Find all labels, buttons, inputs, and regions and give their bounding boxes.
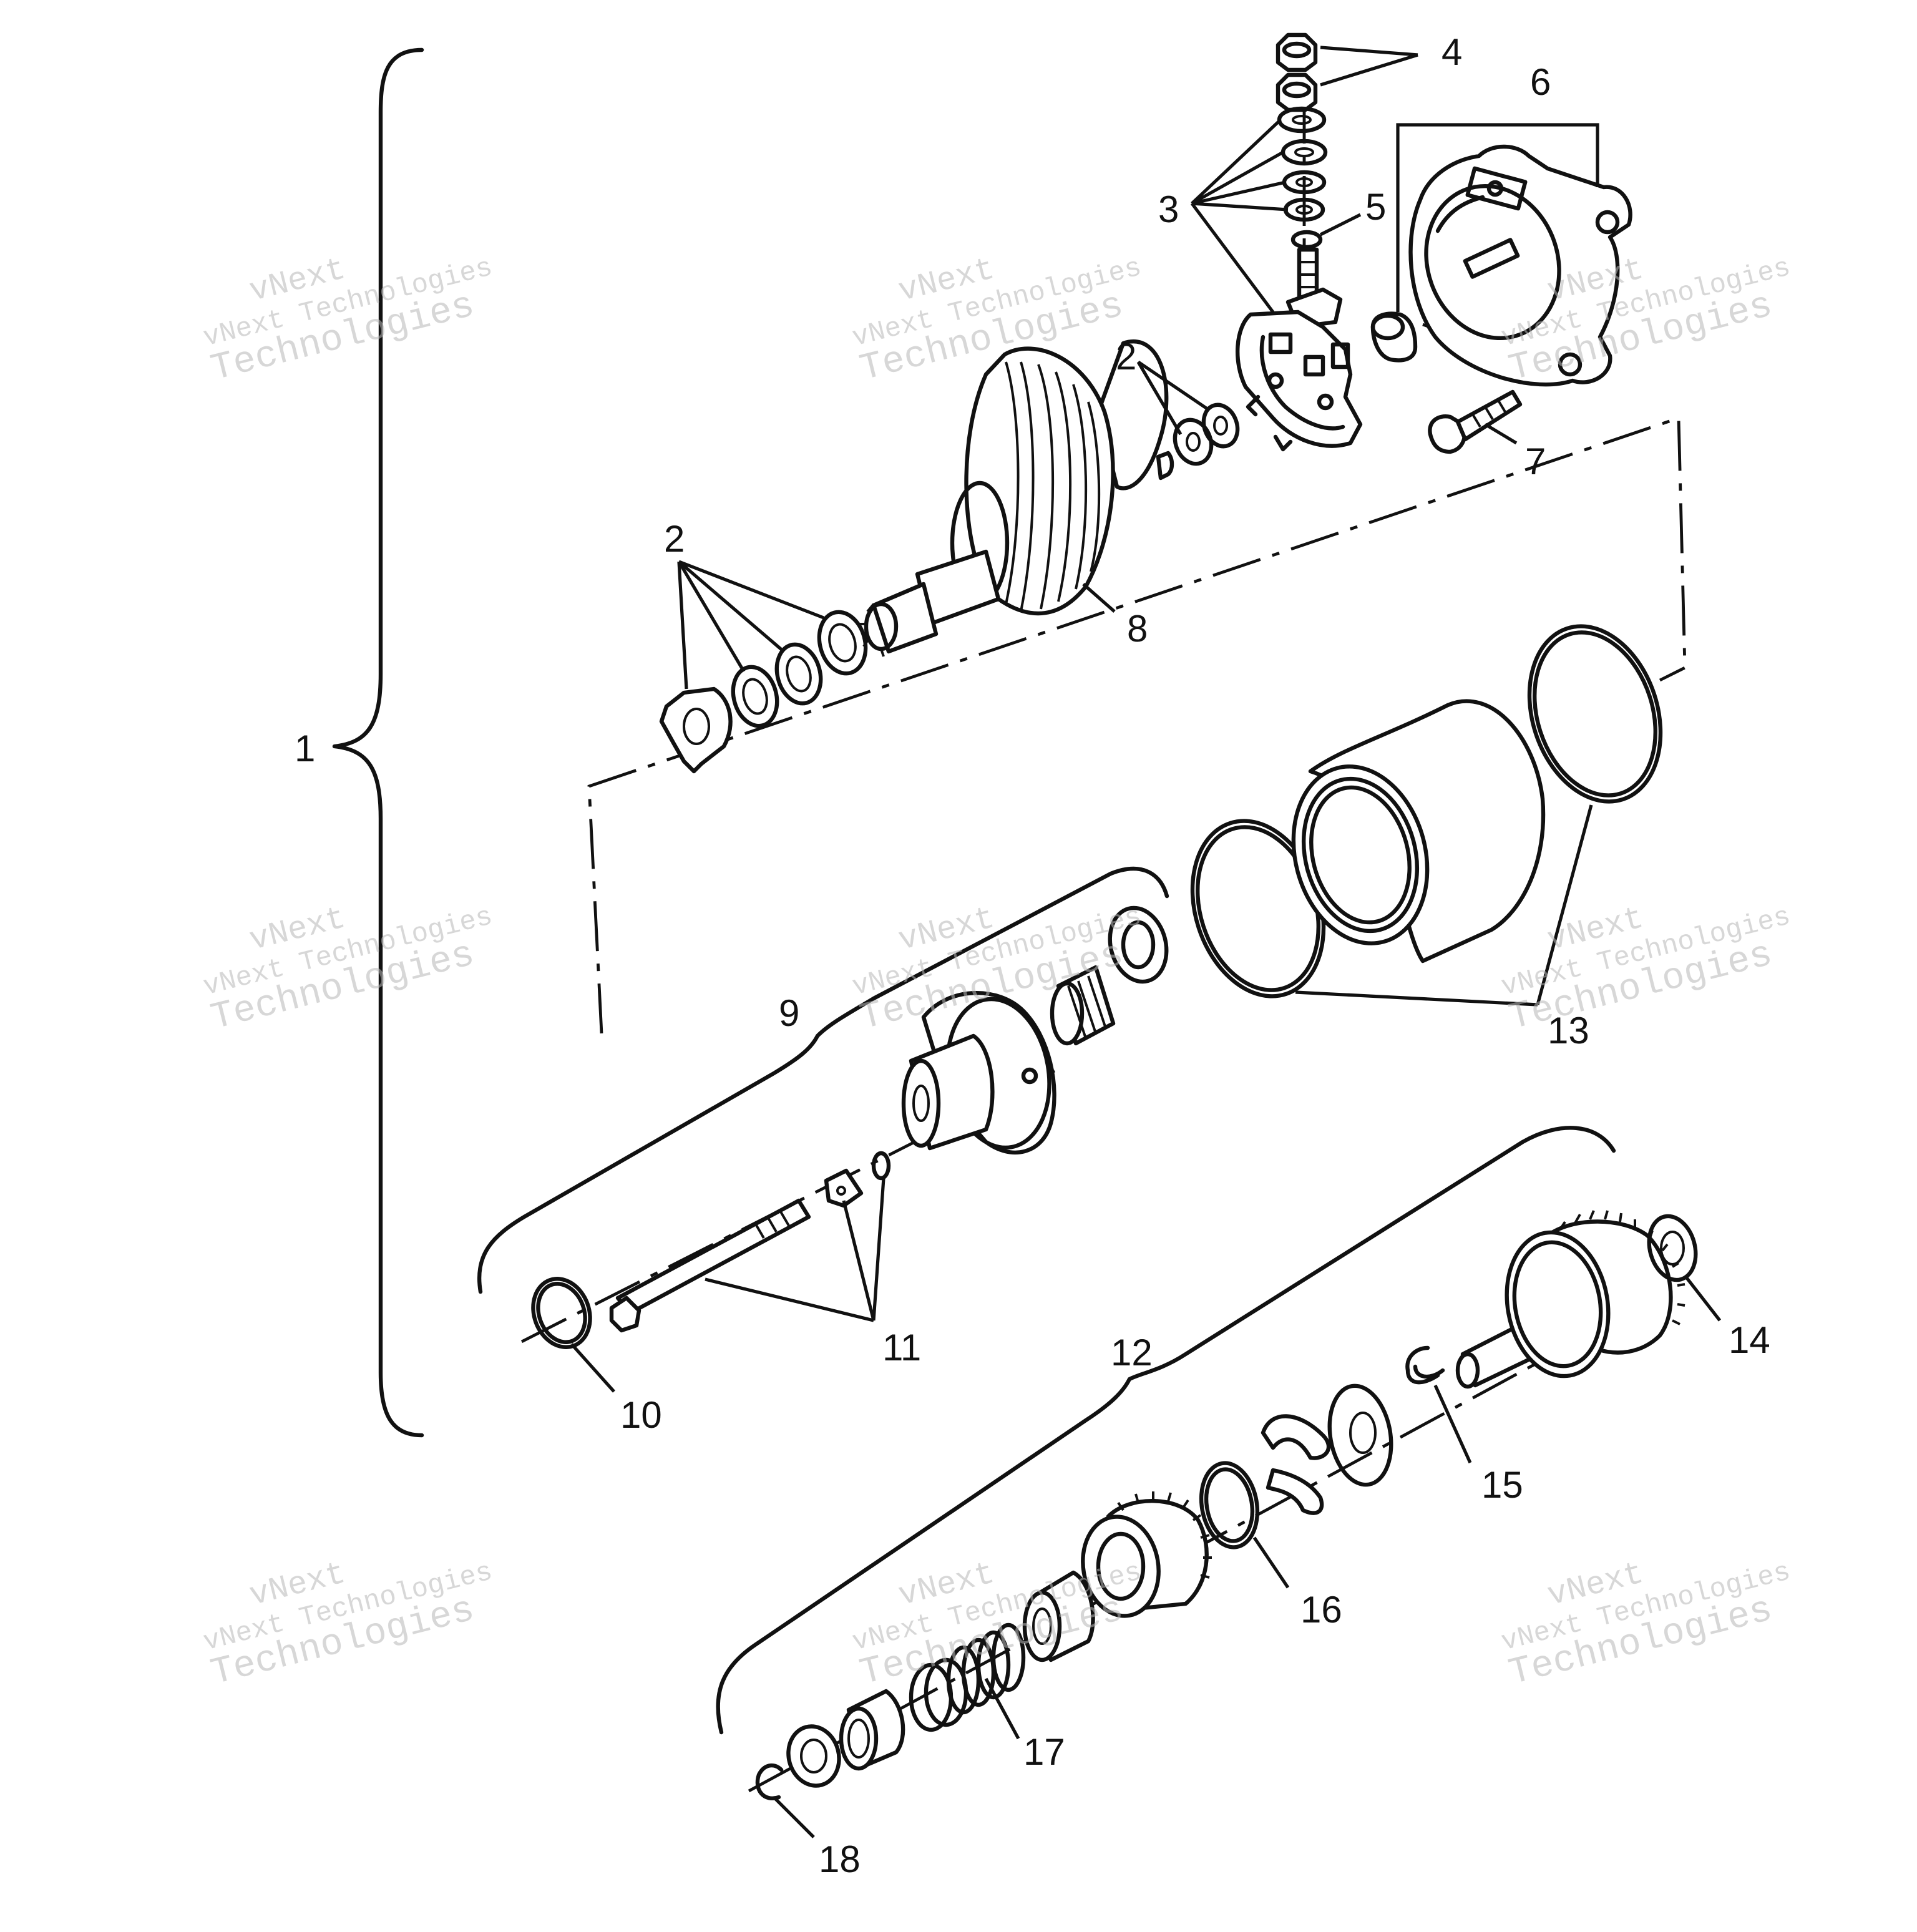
- callout-labels: 1 2 2 3 4 5 6 7 8 9 10 11 12 13 14 15 16…: [295, 31, 1770, 1880]
- brace-item-12: [716, 1126, 1616, 1735]
- part-8-armature: [859, 339, 1174, 657]
- bearings: [1050, 905, 1169, 1046]
- watermark-6: vNext vNext Technologies Technologies: [1498, 900, 1793, 1040]
- watermark-7: vNext vNext Technologies Technologies: [200, 1555, 495, 1695]
- callout-8: 8: [1127, 608, 1148, 650]
- part-2-washers-upper: [1173, 402, 1240, 466]
- part-9-front-housing: [901, 990, 1056, 1155]
- assembly-brace: [332, 47, 424, 1438]
- part-10-snap-ring-inner: [536, 1282, 587, 1344]
- callout-18: 18: [819, 1838, 861, 1880]
- part-18-snap-ring: [755, 1763, 784, 1800]
- callout-3: 3: [1158, 188, 1179, 230]
- callout-5: 5: [1365, 186, 1386, 228]
- leader-lines: [570, 46, 1722, 1838]
- brace-item-9: [477, 866, 1169, 1294]
- collars: [786, 1689, 905, 1788]
- part-17-spring: [909, 1622, 1026, 1732]
- part-3-washers: [1277, 106, 1328, 222]
- part-5-o-ring: [1290, 230, 1323, 250]
- brush-holder-plate: [1236, 310, 1363, 452]
- part-15-snap-ring: [1405, 1345, 1440, 1385]
- callout-13: 13: [1548, 1010, 1589, 1051]
- callout-11: 11: [882, 1327, 921, 1368]
- part-12-drive-gear-shaft: [1455, 1210, 1685, 1389]
- callout-2-upper: 2: [1116, 336, 1136, 378]
- part-14-washer: [1647, 1214, 1698, 1282]
- callout-16: 16: [1300, 1589, 1342, 1631]
- housing-bushing: [1370, 311, 1418, 363]
- clutch-gear: [1081, 1491, 1212, 1618]
- callout-2-lower: 2: [664, 518, 685, 560]
- callout-9: 9: [779, 992, 799, 1034]
- flat-washer: [1327, 1383, 1393, 1487]
- callout-6: 6: [1530, 61, 1551, 103]
- assembly-axis-line: [587, 416, 1687, 1034]
- split-collar: [1261, 1414, 1331, 1515]
- callout-17: 17: [1023, 1731, 1065, 1773]
- watermark-1: vNext vNext Technologies Technologies: [200, 251, 495, 391]
- callout-4: 4: [1441, 31, 1462, 73]
- part-6-end-housing: [1408, 144, 1632, 387]
- callout-1: 1: [295, 728, 315, 769]
- part-16-ring: [1199, 1461, 1260, 1549]
- callout-10: 10: [620, 1394, 662, 1436]
- watermark-4: vNext vNext Technologies Technologies: [200, 900, 495, 1040]
- part-4-nuts: [1276, 32, 1318, 112]
- part-7-screw: [1428, 389, 1523, 454]
- callout-7: 7: [1525, 441, 1546, 482]
- part-2-washers-lower: [731, 610, 868, 728]
- callout-12: 12: [1111, 1332, 1153, 1373]
- part-11-through-bolt: [609, 1151, 891, 1333]
- callout-15: 15: [1481, 1464, 1523, 1506]
- terminal-bolt: [1285, 247, 1343, 329]
- sleeve: [1022, 1570, 1095, 1662]
- yoke-field-frame: [1291, 699, 1546, 964]
- watermark-9: vNext vNext Technologies Technologies: [1498, 1555, 1793, 1695]
- part-15-snap-ring-inner: [1413, 1364, 1445, 1379]
- callout-14: 14: [1729, 1319, 1770, 1361]
- lock-plate: [659, 686, 733, 774]
